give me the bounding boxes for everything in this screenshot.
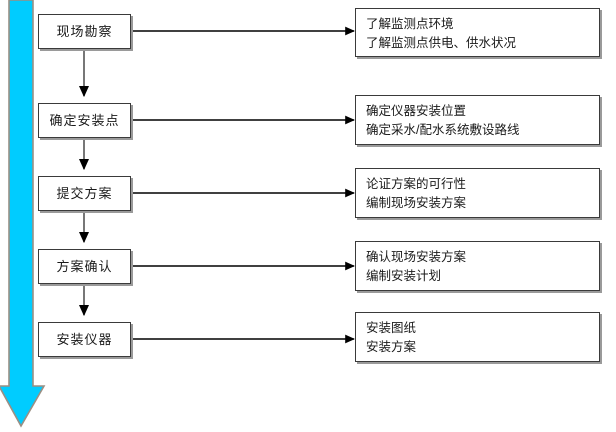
stage-label-1: 现场勘察 <box>56 24 113 39</box>
detail-box-3[interactable]: 论证方案的可行性 编制现场安装方案 <box>355 168 600 218</box>
downward-progress-arrow-icon <box>0 0 46 428</box>
stage-label-4: 方案确认 <box>56 259 113 274</box>
detail-line-1-2: 了解监测点供电、供水状况 <box>366 36 517 50</box>
detail-box-2[interactable]: 确定仪器安装位置 确定采水/配水系统敷设路线 <box>355 95 600 145</box>
stage-box-4[interactable]: 方案确认 <box>38 249 131 284</box>
stage-box-5[interactable]: 安装仪器 <box>38 322 131 357</box>
detail-box-4[interactable]: 确认现场安装方案 编制安装计划 <box>355 241 600 291</box>
stage-label-5: 安装仪器 <box>56 332 113 347</box>
stage-label-2: 确定安装点 <box>49 113 120 128</box>
detail-line-3-1: 论证方案的可行性 <box>366 177 467 191</box>
stage-box-1[interactable]: 现场勘察 <box>38 14 131 49</box>
detail-line-5-2: 安装方案 <box>366 340 417 354</box>
stage-box-2[interactable]: 确定安装点 <box>38 103 131 138</box>
detail-line-2-1: 确定仪器安装位置 <box>366 104 467 118</box>
detail-line-4-1: 确认现场安装方案 <box>366 250 467 264</box>
detail-line-4-2: 编制安装计划 <box>366 269 442 283</box>
stage-box-3[interactable]: 提交方案 <box>38 176 131 211</box>
stage-label-3: 提交方案 <box>56 186 113 201</box>
detail-line-5-1: 安装图纸 <box>366 321 417 335</box>
detail-box-5[interactable]: 安装图纸 安装方案 <box>355 312 600 362</box>
detail-line-3-2: 编制现场安装方案 <box>366 196 467 210</box>
detail-line-2-2: 确定采水/配水系统敷设路线 <box>366 123 520 137</box>
detail-line-1-1: 了解监测点环境 <box>366 17 454 31</box>
detail-box-1[interactable]: 了解监测点环境 了解监测点供电、供水状况 <box>355 8 600 57</box>
